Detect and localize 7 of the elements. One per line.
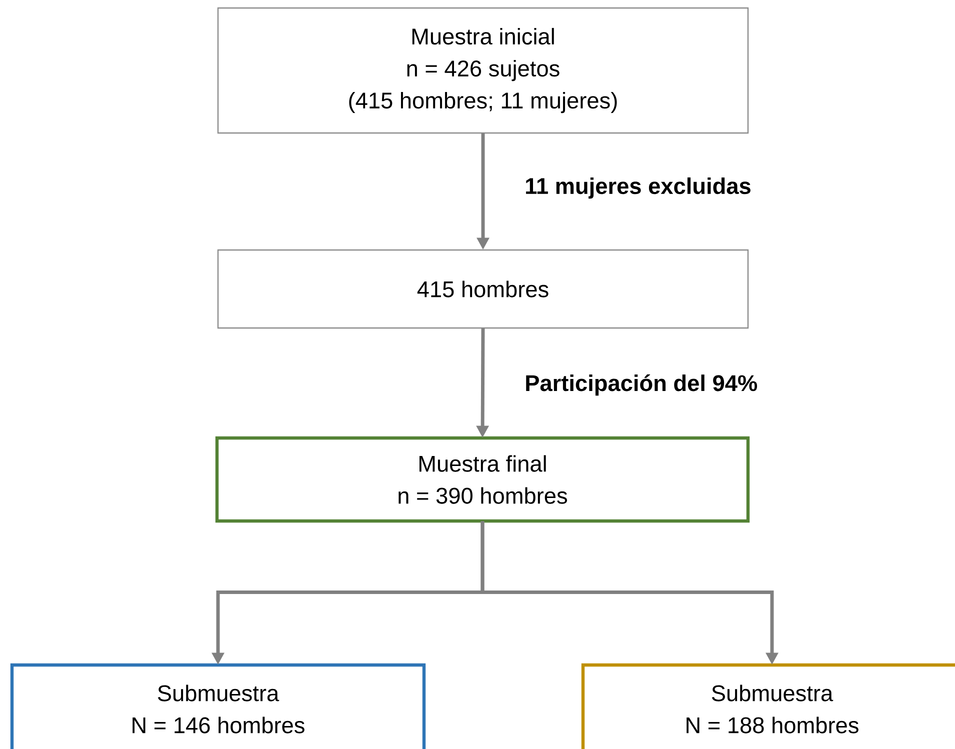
process-box: 415 hombres bbox=[217, 249, 749, 329]
process-box: Submuestra N = 146 hombres bbox=[10, 663, 426, 749]
process-box: Muestra final n = 390 hombres bbox=[215, 436, 750, 523]
process-box: Submuestra N = 188 hombres bbox=[581, 663, 955, 749]
process-box: Muestra inicial n = 426 sujetos (415 hombres; 11 mujeres) bbox=[217, 7, 749, 134]
edge-label: 11 mujeres excluidas bbox=[523, 176, 753, 200]
edge-label: Participación del 94% bbox=[523, 373, 759, 397]
